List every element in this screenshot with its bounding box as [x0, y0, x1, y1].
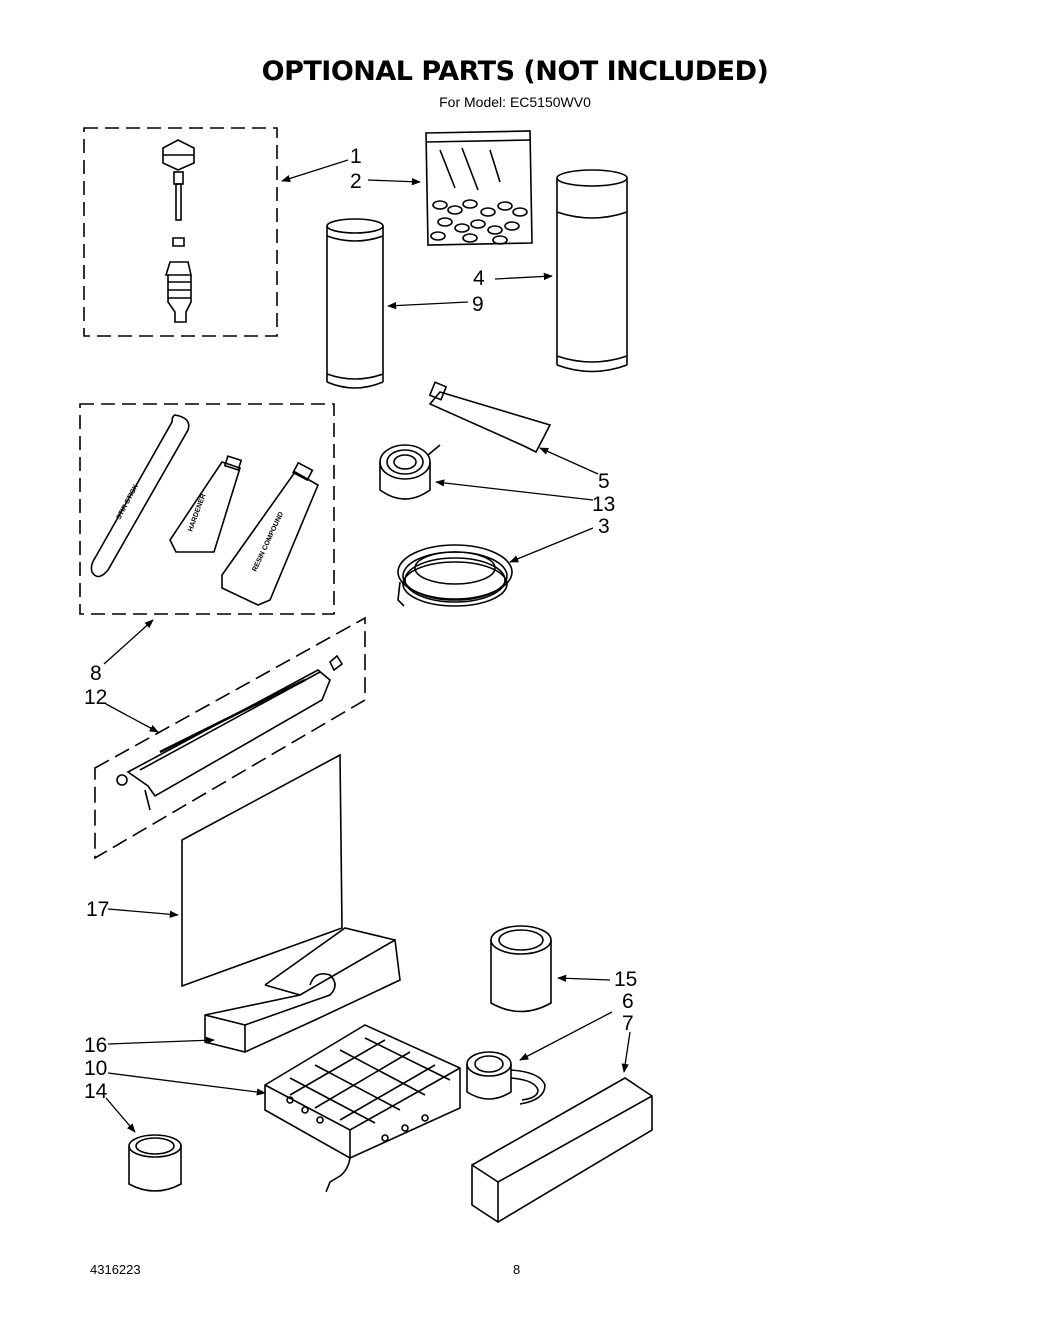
- callout-16: 16: [84, 1034, 107, 1057]
- document-part-number: 4316223: [90, 1262, 141, 1277]
- callout-6: 6: [622, 990, 634, 1013]
- valve-kit-box: [83, 127, 278, 337]
- model-number: EC5150WV0: [509, 94, 591, 110]
- small-can-14: [128, 1134, 182, 1192]
- heater-grid-10: [264, 1024, 461, 1193]
- callout-8: 8: [90, 662, 102, 685]
- heater-element-panel: [94, 616, 366, 860]
- callout-numbers: 1 2 4 9 5 13 3 8 12 17 15 6 7 16 10 14: [84, 145, 637, 1103]
- foam-block-16: [204, 927, 401, 1053]
- callout-9: 9: [472, 293, 484, 316]
- model-line: For Model: EC5150WV0: [0, 94, 1030, 110]
- insulation-block-7: [471, 1077, 653, 1223]
- spray-can-large: [556, 169, 628, 373]
- tape-roll-6: [466, 1051, 546, 1105]
- callout-4: 4: [473, 267, 485, 290]
- callout-5: 5: [598, 470, 610, 493]
- callout-10: 10: [84, 1057, 107, 1080]
- callout-15: 15: [614, 968, 637, 991]
- callout-2: 2: [350, 170, 362, 193]
- page-title: OPTIONAL PARTS (NOT INCLUDED): [261, 56, 769, 87]
- callout-14: 14: [84, 1080, 108, 1103]
- page-number: 8: [513, 1262, 521, 1277]
- callout-12: 12: [84, 686, 107, 709]
- bag-of-fittings: [425, 130, 533, 246]
- panel-17: [181, 753, 343, 988]
- model-prefix: For Model:: [439, 94, 507, 110]
- callout-1: 1: [350, 145, 362, 168]
- repair-kit-box: [79, 403, 335, 615]
- stir-stick-label: STIR STICK: [116, 483, 140, 521]
- tape-roll-13: [379, 444, 441, 500]
- resin-compound-label: RESIN COMPOUND: [251, 511, 285, 573]
- callout-7: 7: [622, 1012, 634, 1035]
- callout-3: 3: [598, 515, 610, 538]
- tube-part-5: [428, 381, 552, 454]
- wire-coil-3: [397, 544, 513, 607]
- paint-can-15: [490, 925, 552, 1013]
- spray-can-small: [326, 218, 384, 389]
- callout-17: 17: [86, 898, 109, 921]
- leader-lines: [103, 159, 631, 1133]
- callout-13: 13: [592, 493, 615, 516]
